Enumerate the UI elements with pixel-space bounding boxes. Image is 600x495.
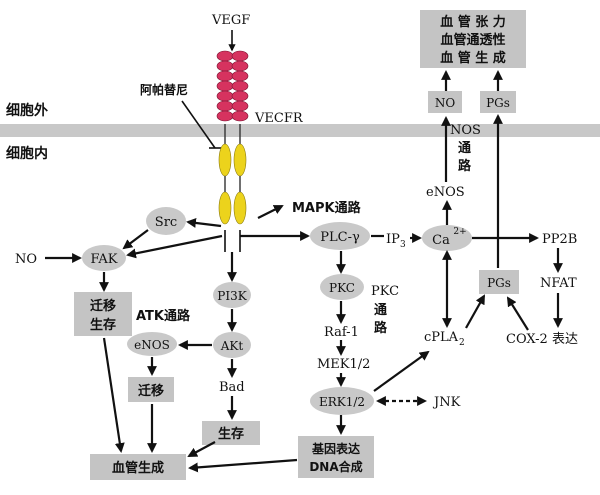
cpla2-label: cPLA: [424, 330, 459, 345]
pp2b-label: PP2B: [542, 232, 577, 247]
ca-node: [422, 225, 472, 251]
receptor-red-segment: [231, 100, 249, 112]
vegfr-label: VECFR: [254, 111, 304, 126]
gene-expression-line-1: 基因表达: [311, 441, 360, 456]
enos-mid-label: eNOS: [134, 338, 170, 352]
mek-label: MEK1/2: [317, 357, 370, 372]
intracellular-label: 细胞内: [6, 145, 48, 162]
survive-box: [202, 421, 260, 445]
src-label: Src: [155, 215, 177, 230]
gene-expression-box: [298, 436, 374, 478]
pi3k-label: PI3K: [217, 289, 247, 303]
nfat-label: NFAT: [540, 276, 577, 291]
migrate-survive-box: [74, 292, 132, 336]
pi3k-node: [213, 282, 251, 308]
pkc-pathway-line-3: 路: [374, 320, 388, 336]
no-top-label: NO: [435, 96, 456, 110]
pgs-top-label: PGs: [486, 96, 510, 110]
effects-line-2: 血管通透性: [440, 32, 505, 48]
fak-label: FAK: [91, 252, 118, 267]
cox2-label: COX-2 表达: [506, 332, 578, 347]
ca-label: Ca: [432, 233, 450, 248]
receptor-yellow-segment: [218, 143, 232, 177]
nos-pathway-line-1: NOS: [450, 123, 481, 138]
pgs-mid-label: PGs: [487, 276, 511, 290]
migrate-survive-line-2: 生存: [90, 317, 116, 333]
nos-pathway-line-2: 通: [458, 140, 471, 156]
nos-pathway-line-3: 路: [458, 158, 472, 174]
cell-membrane: [0, 124, 600, 137]
receptor-yellow-segment: [233, 143, 247, 177]
vegf-label: VEGF: [211, 13, 250, 28]
survive-label: 生存: [218, 426, 244, 442]
pkc-pathway-line-2: 通: [374, 302, 387, 318]
plc-label: PLC-γ: [320, 230, 360, 245]
atk-pathway-label: ATK通路: [136, 308, 191, 324]
receptor-red-segment: [231, 110, 249, 122]
enos-top-label: eNOS: [426, 185, 465, 200]
src-node: [146, 207, 186, 235]
receptor-red-segment: [231, 90, 249, 102]
plc-node: [310, 222, 370, 250]
pgs-mid-box: [479, 270, 519, 294]
no-top-box: [428, 91, 462, 113]
ip3-subscript: 3: [400, 240, 406, 250]
effects-line-1: 血 管 张 力: [440, 14, 506, 30]
bad-label: Bad: [219, 380, 245, 395]
receptor-red-segment: [216, 90, 234, 102]
vegfr-intracellular-domain: [218, 124, 247, 225]
enos-mid-node: [127, 332, 177, 356]
migrate-label: 迁移: [138, 383, 164, 399]
receptor-yellow-segment: [233, 191, 247, 225]
migrate-survive-line-1: 迁移: [90, 298, 116, 314]
mapk-label: MAPK通路: [292, 200, 362, 216]
pathway-arrows: [45, 70, 563, 473]
receptor-red-segment: [216, 60, 234, 72]
ip3-label: IP: [386, 232, 400, 247]
receptor-red-segment: [216, 70, 234, 82]
migrate-box: [128, 377, 174, 402]
inhibitor-label: 阿帕替尼: [140, 82, 188, 97]
akt-label: AKt: [220, 339, 244, 353]
raf1-label: Raf-1: [324, 325, 359, 340]
extracellular-label: 细胞外: [6, 102, 48, 119]
akt-node: [213, 332, 251, 358]
no-left-label: NO: [15, 252, 37, 267]
receptor-red-segment: [216, 110, 234, 122]
receptor-red-segment: [216, 80, 234, 92]
pkc-label: PKC: [329, 281, 355, 295]
fak-node: [82, 245, 126, 271]
erk-node: [310, 387, 374, 415]
receptor-red-segment: [231, 50, 249, 62]
effects-box: [420, 10, 526, 68]
angiogenesis-label: 血管生成: [112, 460, 164, 476]
jnk-label: JNK: [432, 395, 461, 410]
receptor-red-segment: [231, 60, 249, 72]
receptor-yellow-segment: [218, 191, 232, 225]
receptor-red-segment: [216, 50, 234, 62]
angiogenesis-box: [90, 454, 186, 480]
ca-superscript: 2+: [453, 227, 466, 237]
receptor-red-segment: [231, 80, 249, 92]
vegfr-extracellular-domain: [216, 50, 249, 122]
receptor-red-segment: [216, 100, 234, 112]
pkc-node: [320, 274, 364, 300]
receptor-red-segment: [231, 70, 249, 82]
pgs-top-box: [480, 91, 516, 113]
cpla2-subscript: 2: [459, 338, 465, 348]
pkc-pathway-line-1: PKC: [371, 284, 399, 299]
erk-label: ERK1/2: [319, 395, 365, 409]
effects-line-3: 血 管 生 成: [440, 50, 506, 66]
gene-expression-line-2: DNA合成: [309, 459, 362, 474]
